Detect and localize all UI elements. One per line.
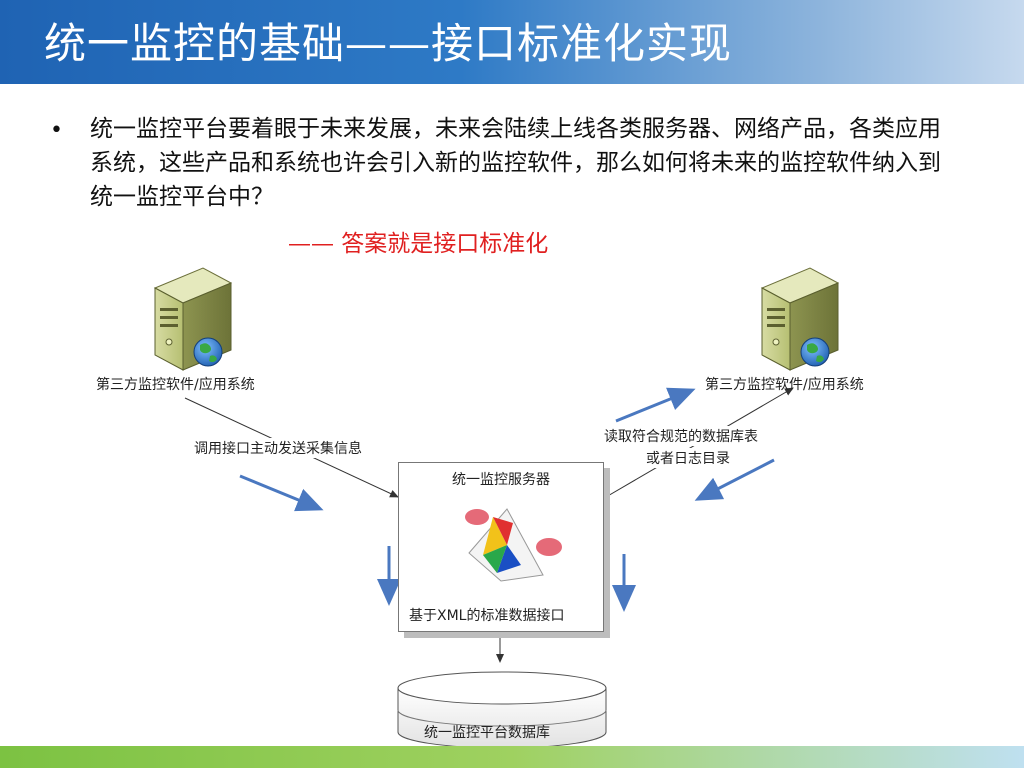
title-bar: 统一监控的基础——接口标准化实现 xyxy=(0,0,1024,84)
left-server-label: 第三方监控软件/应用系统 xyxy=(96,377,255,393)
monitoring-server-box: 统一监控服务器 基于XML的标准数据接口 xyxy=(398,462,604,632)
answer-text: —— 答案就是接口标准化 xyxy=(288,231,549,257)
bottom-accent-bar xyxy=(0,746,1024,768)
left-arrow-label: 调用接口主动发送采集信息 xyxy=(192,438,364,458)
right-up-flow-arrow xyxy=(615,387,696,423)
right-arrow-label-line2: 或者日志目录 xyxy=(644,448,732,468)
slide-title: 统一监控的基础——接口标准化实现 xyxy=(44,19,733,68)
database-label: 统一监控平台数据库 xyxy=(424,725,550,741)
bullet-marker: • xyxy=(50,118,63,143)
app-logo-icon xyxy=(465,508,562,582)
right-arrow-label-line1: 读取符合规范的数据库表 xyxy=(602,426,760,446)
left-globe-icon xyxy=(193,337,223,367)
bullet-text: 统一监控平台要着眼于未来发展，未来会陆续上线各类服务器、网络产品，各类应用系统，… xyxy=(90,116,941,210)
right-server-label: 第三方监控软件/应用系统 xyxy=(705,377,864,393)
right-down-flow-arrow xyxy=(694,458,775,501)
xml-interface-label: 基于XML的标准数据接口 xyxy=(409,608,565,624)
left-flow-arrow xyxy=(239,474,324,512)
monitoring-server-title: 统一监控服务器 xyxy=(452,472,550,488)
right-globe-icon xyxy=(800,337,830,367)
database-icon xyxy=(397,671,607,749)
